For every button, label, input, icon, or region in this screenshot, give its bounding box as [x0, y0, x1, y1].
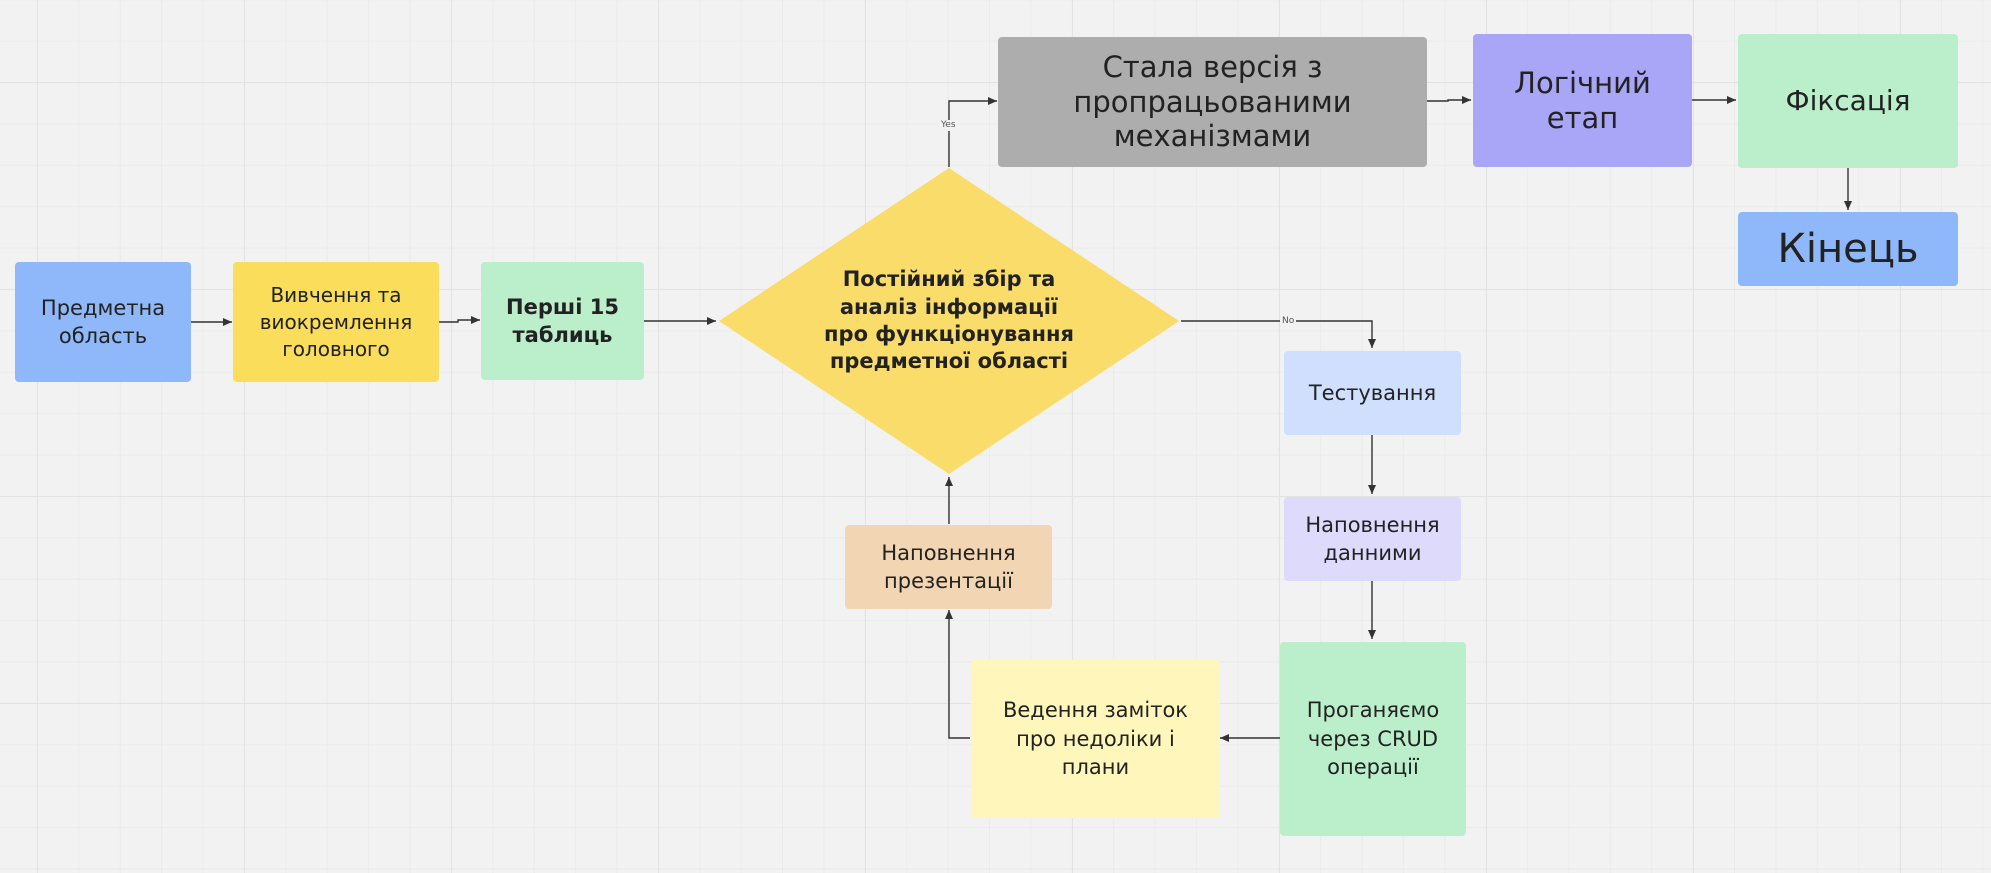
connector-decision-no[interactable]: [1181, 320, 1376, 348]
node-stable-version-label: Стала версія з пропрацьованими механізма…: [1073, 49, 1352, 154]
node-presentation-label: Наповнення презентації: [881, 540, 1016, 593]
node-domain-area-label: Предметна область: [40, 295, 166, 348]
decision-diamond-label: Постійний збір та аналіз інформації про …: [824, 267, 1074, 374]
node-domain-area[interactable]: Предметна область: [15, 262, 191, 382]
node-data-filling-label: Наповнення данними: [1305, 512, 1440, 565]
node-testing-label: Тестування: [1308, 380, 1437, 405]
decision-diamond[interactable]: Постійний збір та аналіз інформації про …: [719, 168, 1179, 474]
node-notes-label: Ведення заміток про недоліки і плани: [1002, 698, 1188, 780]
node-end[interactable]: Кінець: [1738, 212, 1958, 286]
node-logical-stage[interactable]: Логічний етап: [1473, 34, 1692, 167]
node-study[interactable]: Вивчення та виокремлення головного: [233, 262, 439, 382]
node-fixation[interactable]: Фіксація: [1738, 34, 1958, 168]
node-logical-stage-label: Логічний етап: [1514, 65, 1651, 135]
connector-decision-yes[interactable]: [948, 97, 997, 167]
connector-stable-to-logical[interactable]: [1427, 96, 1471, 104]
node-first-tables-label: Перші 15 таблиць: [506, 294, 619, 347]
node-notes[interactable]: Ведення заміток про недоліки і плани: [971, 660, 1220, 818]
connector-study-to-tables[interactable]: [439, 316, 480, 324]
node-first-tables[interactable]: Перші 15 таблиць: [481, 262, 644, 380]
node-testing[interactable]: Тестування: [1284, 351, 1461, 435]
node-stable-version[interactable]: Стала версія з пропрацьованими механізма…: [998, 37, 1427, 167]
yes-label: Yes: [939, 120, 958, 131]
connector-notes-to-presentation[interactable]: [945, 610, 970, 739]
node-study-label: Вивчення та виокремлення головного: [259, 282, 413, 361]
decision-diamond-shape: [719, 168, 1179, 474]
node-fixation-label: Фіксація: [1785, 84, 1911, 118]
node-crud-label: Проганяємо через CRUD операції: [1306, 698, 1440, 780]
node-data-filling[interactable]: Наповнення данними: [1284, 497, 1461, 581]
node-end-label: Кінець: [1777, 226, 1919, 272]
node-presentation[interactable]: Наповнення презентації: [845, 525, 1052, 609]
node-crud[interactable]: Проганяємо через CRUD операції: [1280, 642, 1466, 836]
no-label: No: [1280, 316, 1297, 327]
